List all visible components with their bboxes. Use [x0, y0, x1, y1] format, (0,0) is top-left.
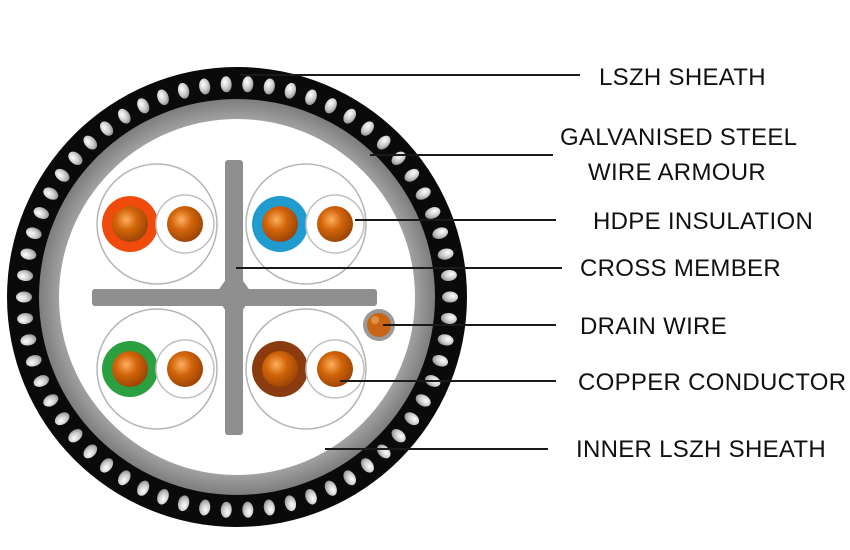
label-inner-lszh-sheath: INNER LSZH SHEATH — [576, 436, 826, 463]
armour-wire — [100, 121, 114, 136]
armour-wire — [284, 82, 297, 99]
label-cross-member: CROSS MEMBER — [580, 255, 781, 282]
armour-wire — [25, 227, 42, 239]
armour-wire — [83, 444, 98, 459]
armour-wire — [157, 488, 169, 505]
armour-wire-ring — [16, 76, 458, 518]
armour-wire — [220, 501, 232, 518]
armour-wire — [404, 412, 420, 426]
armour-wire — [242, 501, 254, 518]
armour-wire — [68, 429, 83, 443]
armour-wire — [305, 488, 317, 505]
armour-wire — [83, 135, 98, 150]
armour-wire — [137, 98, 150, 114]
armour-wire — [33, 375, 49, 387]
pair-bottom-left — [96, 308, 218, 430]
armour-wire — [440, 269, 457, 282]
armour-wire — [33, 207, 49, 219]
armour-wire — [54, 412, 70, 426]
armour-wire — [442, 291, 458, 303]
pair-top-left — [96, 163, 218, 285]
armour-wire — [343, 108, 356, 124]
armour-wire — [415, 187, 431, 200]
leader-lines — [236, 74, 580, 450]
armour-wire — [177, 82, 190, 99]
armour-wire — [20, 334, 37, 346]
armour-wire — [440, 312, 457, 325]
label-lszh-sheath: LSZH SHEATH — [599, 64, 766, 91]
armour-wire — [54, 168, 70, 182]
armour-wire — [118, 108, 131, 124]
label-hdpe-insulation: HDPE INSULATION — [593, 208, 813, 235]
armour-wire — [324, 480, 337, 496]
armour-wire — [425, 207, 441, 219]
armour-wire — [100, 458, 114, 473]
armour-wire — [118, 470, 131, 486]
armour-wire — [415, 394, 431, 407]
armour-wire — [199, 499, 211, 516]
armour-wire — [177, 495, 190, 512]
armour-wire — [242, 76, 254, 93]
armour-wire — [376, 135, 391, 150]
armour-wire — [263, 78, 275, 95]
armour-wire — [17, 312, 34, 325]
armour-wire — [16, 291, 32, 303]
armour-wire — [157, 89, 169, 106]
label-drain-wire: DRAIN WIRE — [580, 313, 727, 340]
armour-wire — [391, 429, 406, 443]
armour-wire — [376, 444, 391, 459]
armour-wire — [404, 168, 420, 182]
armour-wire — [305, 89, 317, 106]
pair-bottom-right — [245, 308, 367, 430]
armour-wire — [43, 187, 59, 200]
pair-top-right — [245, 163, 367, 285]
armour-wire — [20, 248, 37, 260]
armour-wire — [284, 495, 297, 512]
cross-member — [92, 160, 377, 435]
label-armour-line1: GALVANISED STEEL — [560, 124, 797, 151]
armour-wire — [437, 248, 454, 260]
armour-wire — [137, 480, 150, 496]
armour-wire — [432, 355, 449, 367]
armour-wire — [343, 470, 356, 486]
armour-wire — [199, 78, 211, 95]
armour-wire — [324, 98, 337, 114]
armour-wire — [432, 227, 449, 239]
armour-wire — [263, 499, 275, 516]
armour-wire — [360, 121, 374, 136]
armour-wire — [17, 269, 34, 282]
label-copper-conductor: COPPER CONDUCTOR — [578, 369, 846, 396]
armour-wire — [43, 394, 59, 407]
armour-wire — [220, 76, 232, 93]
armour-wire — [360, 458, 374, 473]
drain-wire — [363, 309, 395, 341]
armour-wire — [437, 334, 454, 346]
label-armour-line2: WIRE ARMOUR — [588, 159, 766, 186]
armour-wire — [25, 355, 42, 367]
armour-wire — [68, 151, 83, 165]
